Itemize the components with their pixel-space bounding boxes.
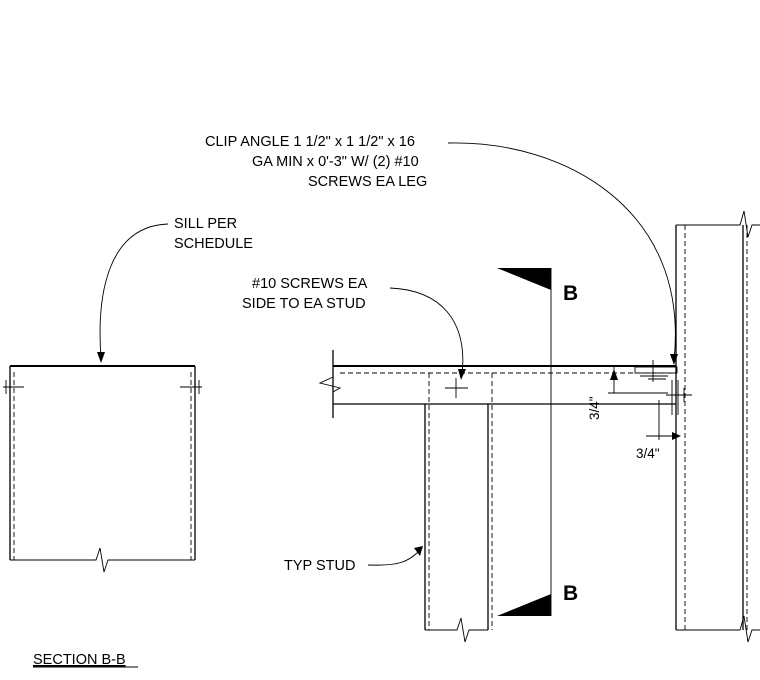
clip-angle-label-line2: GA MIN x 0'-3" W/ (2) #10 xyxy=(252,154,419,170)
section-arrow-bottom xyxy=(497,594,551,616)
section-title: SECTION B-B xyxy=(33,652,126,668)
typ-studs xyxy=(424,373,493,643)
jamb-member xyxy=(675,210,760,643)
clip-angle-leader xyxy=(447,142,678,365)
dim-horizontal-label: 3/4" xyxy=(636,446,660,461)
typ-stud-label: TYP STUD xyxy=(284,558,355,574)
section-mark-top: B xyxy=(563,282,578,305)
dim-vertical xyxy=(600,365,668,394)
screws-leader xyxy=(389,287,466,380)
screws-label-line2: SIDE TO EA STUD xyxy=(242,296,366,312)
sill-track xyxy=(318,350,676,418)
sill-label-line1: SILL PER xyxy=(174,216,237,232)
clip-angle-label-line3: SCREWS EA LEG xyxy=(308,174,427,190)
stud-screw xyxy=(445,378,468,398)
clip-angle xyxy=(634,360,692,415)
screws-label-line1: #10 SCREWS EA xyxy=(252,276,368,292)
dim-vertical-label: 3/4" xyxy=(587,396,602,420)
section-cut-line xyxy=(497,268,552,616)
sill-leader xyxy=(97,223,169,363)
sill-section xyxy=(3,365,202,573)
dim-horizontal xyxy=(646,400,681,440)
section-mark-bottom: B xyxy=(563,582,578,605)
typ-stud-leader xyxy=(367,546,423,566)
sill-label-line2: SCHEDULE xyxy=(174,236,253,252)
section-arrow-top xyxy=(497,268,551,290)
clip-angle-label-line1: CLIP ANGLE 1 1/2" x 1 1/2" x 16 xyxy=(205,134,415,150)
